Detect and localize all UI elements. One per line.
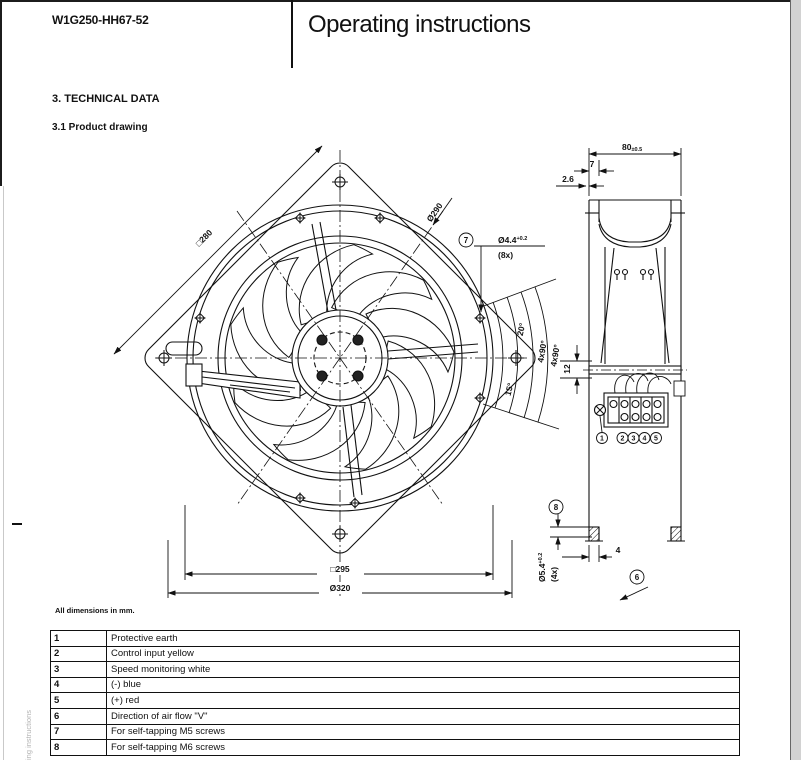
callout-8-number: 8	[554, 503, 559, 512]
dim-ring-hole: Ø4.4+0.2	[498, 235, 527, 245]
table-row: 3 Speed monitoring white	[51, 662, 739, 678]
callout-7-number: 7	[464, 236, 469, 245]
header-divider	[291, 0, 293, 68]
row-description: (-) blue	[111, 679, 142, 691]
centerlines	[155, 150, 528, 596]
dim-ring-hole-count: (8x)	[498, 250, 513, 260]
row-description: For self-tapping M5 screws	[111, 726, 226, 738]
subsection-heading: 3.1 Product drawing	[52, 122, 148, 133]
dim-lip: 7	[590, 159, 595, 169]
terminal-5: 5	[654, 436, 658, 443]
callout-7-balloon	[458, 232, 474, 248]
table-row: 4 (-) blue	[51, 677, 739, 694]
row-number: 8	[51, 740, 107, 755]
dim-outer-square: □295	[330, 564, 350, 574]
row-number: 6	[51, 708, 107, 724]
page-left-hairline	[3, 186, 4, 760]
row-number: 3	[51, 662, 107, 677]
row-number: 1	[51, 631, 107, 646]
table-row: 7 For self-tapping M5 screws	[51, 724, 739, 741]
front-view-dimensions	[113, 145, 560, 598]
angle-4x90-b: 4x90°	[548, 343, 562, 367]
table-row: 1 Protective earth	[51, 631, 739, 647]
angle-15: 15°	[503, 381, 516, 397]
dim-step: 12	[562, 364, 572, 374]
dim-foot-hole: Ø5.4+0.2	[537, 553, 547, 582]
table-row: 6 Direction of air flow "V"	[51, 708, 739, 725]
terminal-4: 4	[643, 436, 647, 443]
row-number: 7	[51, 724, 107, 740]
dimensions-note: All dimensions in mm.	[55, 606, 135, 615]
terminal-3: 3	[632, 436, 636, 443]
row-description: Protective earth	[111, 632, 178, 644]
row-description: Direction of air flow "V"	[111, 710, 208, 722]
page-title: Operating instructions	[308, 11, 531, 38]
row-number: 4	[51, 677, 107, 693]
dim-foot: 4	[616, 545, 621, 555]
terminal-numbers	[596, 415, 662, 444]
table-row: 8 For self-tapping M6 screws	[51, 740, 739, 755]
table-row: 5 (+) red	[51, 693, 739, 709]
model-number: W1G250-HH67-52	[52, 13, 149, 27]
callout-6-balloon	[629, 569, 645, 585]
page-left-edge-bar	[0, 0, 2, 186]
row-number: 2	[51, 646, 107, 662]
airflow-arrow	[619, 586, 649, 601]
page-right-gray-strip	[791, 0, 801, 760]
left-corner-slot	[165, 341, 203, 356]
terminal-wires	[614, 372, 686, 397]
terminal-block	[593, 392, 669, 428]
side-view	[583, 199, 687, 542]
callout-6-number: 6	[635, 573, 640, 582]
row-description: Control input yellow	[111, 648, 194, 660]
terminal-2: 2	[621, 436, 625, 443]
page-right-rule	[790, 0, 791, 760]
motor-screws	[613, 268, 655, 280]
row-number: 5	[51, 693, 107, 708]
dim-foot-hole-count: (4x)	[549, 567, 559, 582]
table-row: 2 Control input yellow	[51, 646, 739, 663]
section-heading: 3. TECHNICAL DATA	[52, 93, 160, 105]
row-description: For self-tapping M6 screws	[111, 741, 226, 753]
side-view-dimensions	[548, 148, 682, 601]
terminal-1: 1	[600, 436, 604, 443]
angle-4x90-a: 4x90°	[535, 339, 549, 363]
row-description: (+) red	[111, 694, 140, 706]
cable-conduit	[185, 363, 301, 399]
row-description: Speed monitoring white	[111, 663, 211, 675]
margin-tick	[12, 523, 22, 525]
dim-corner-square: □280	[194, 227, 215, 248]
dim-depth: 80±0.5	[622, 142, 642, 153]
angle-20: 20°	[515, 321, 528, 336]
dim-outer-diameter: Ø320	[330, 583, 351, 593]
angle-sector	[480, 278, 560, 430]
page-top-rule	[0, 0, 801, 2]
front-view	[144, 150, 536, 596]
dim-plate: 2.6	[562, 174, 574, 184]
legend-table: 1 Protective earth 2 Control input yello…	[50, 630, 740, 756]
callout-8-balloon	[548, 499, 564, 515]
